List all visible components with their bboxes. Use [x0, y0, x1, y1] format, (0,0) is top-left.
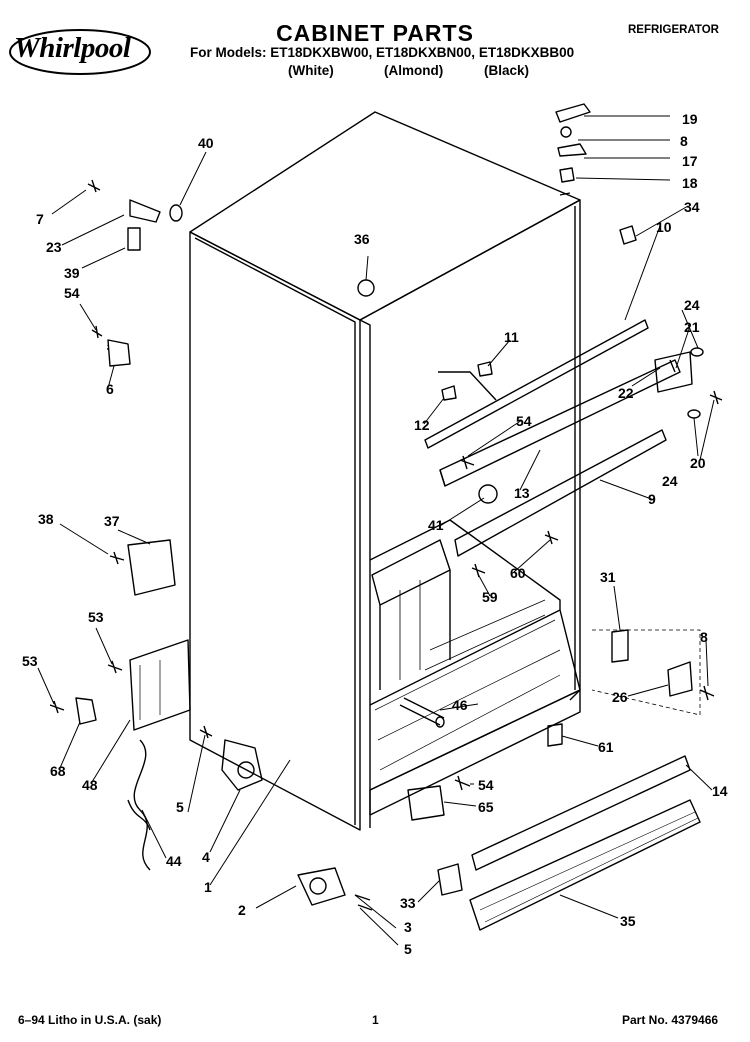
- callout-21: 21: [684, 319, 700, 335]
- cabinet-front-rail: [359, 319, 371, 828]
- rail-10: [424, 319, 649, 449]
- callout-8: 8: [700, 629, 708, 645]
- drain-plug-36: [357, 279, 375, 297]
- trim-strip: [471, 755, 691, 871]
- callout-54: 54: [478, 777, 494, 793]
- logo-text: Whirlpool: [14, 32, 131, 64]
- callout-36: 36: [354, 231, 370, 247]
- callout-6: 6: [106, 381, 114, 397]
- callout-18: 18: [682, 175, 698, 191]
- variant-white: (White): [288, 63, 334, 78]
- callout-41: 41: [428, 517, 444, 533]
- callout-22: 22: [618, 385, 634, 401]
- callout-61: 61: [598, 739, 614, 755]
- callout-10: 10: [656, 219, 672, 235]
- category-label: REFRIGERATOR: [628, 24, 719, 36]
- callout-19: 19: [682, 111, 698, 127]
- cabinet-base: [369, 689, 581, 816]
- callout-38: 38: [38, 511, 54, 527]
- callout-65: 65: [478, 799, 494, 815]
- cabinet-inner-left: [194, 237, 356, 825]
- callout-13: 13: [514, 485, 530, 501]
- whirlpool-logo: [8, 22, 158, 76]
- callout-8: 8: [680, 133, 688, 149]
- callout-39: 39: [64, 265, 80, 281]
- footer-part-number: Part No. 4379466: [622, 1013, 719, 1027]
- callout-54: 54: [516, 413, 532, 429]
- callout-5: 5: [404, 941, 412, 957]
- callout-40: 40: [198, 135, 214, 151]
- callout-2: 2: [238, 902, 246, 918]
- callout-53: 53: [88, 609, 104, 625]
- callout-23: 23: [46, 239, 62, 255]
- callout-24: 24: [662, 473, 678, 489]
- plate-48: [129, 639, 191, 731]
- callout-48: 48: [82, 777, 98, 793]
- hinge-cap: [555, 103, 591, 123]
- callout-7: 7: [36, 211, 44, 227]
- callout-24: 24: [684, 297, 700, 313]
- callout-14: 14: [712, 783, 728, 799]
- cabinet-left-side: [189, 231, 361, 831]
- callout-59: 59: [482, 589, 498, 605]
- cabinet-top: [189, 111, 581, 321]
- callout-37: 37: [104, 513, 120, 529]
- models-line: For Models: ET18DKXBW00, ET18DKXBN00, ET…: [190, 45, 575, 60]
- callout-11: 11: [504, 329, 519, 345]
- callout-labels: 1 2 3 4 5 5 6 7 8 8 9 10 11 12 13 14 17 …: [22, 111, 728, 957]
- callout-4: 4: [202, 849, 210, 865]
- callout-60: 60: [510, 565, 526, 581]
- callout-33: 33: [400, 895, 416, 911]
- compressor-housing: [371, 539, 451, 606]
- footer-litho: 6–94 Litho in U.S.A. (sak): [18, 1013, 162, 1027]
- callout-34: 34: [684, 199, 700, 215]
- callout-12: 12: [414, 417, 430, 433]
- footer-page-number: 1: [372, 1013, 379, 1027]
- callout-5: 5: [176, 799, 184, 815]
- callout-9: 9: [648, 491, 656, 507]
- callout-44: 44: [166, 853, 182, 869]
- callout-46: 46: [452, 697, 468, 713]
- compartment-floor: [369, 519, 561, 610]
- callout-20: 20: [690, 455, 706, 471]
- variant-almond: (Almond): [384, 63, 444, 78]
- callout-1: 1: [204, 879, 212, 895]
- callout-53: 53: [22, 653, 38, 669]
- callout-31: 31: [600, 569, 616, 585]
- variant-black: (Black): [484, 63, 530, 78]
- callout-26: 26: [612, 689, 628, 705]
- page-title: CABINET PARTS: [276, 20, 474, 46]
- callout-35: 35: [620, 913, 636, 929]
- callout-17: 17: [682, 153, 698, 169]
- rail-9: [454, 429, 667, 557]
- front-grille: [469, 799, 701, 931]
- knob-41: [478, 484, 498, 504]
- cabinet-back: [359, 199, 581, 701]
- callout-68: 68: [50, 763, 66, 779]
- callout-3: 3: [404, 919, 412, 935]
- callout-54: 54: [64, 285, 80, 301]
